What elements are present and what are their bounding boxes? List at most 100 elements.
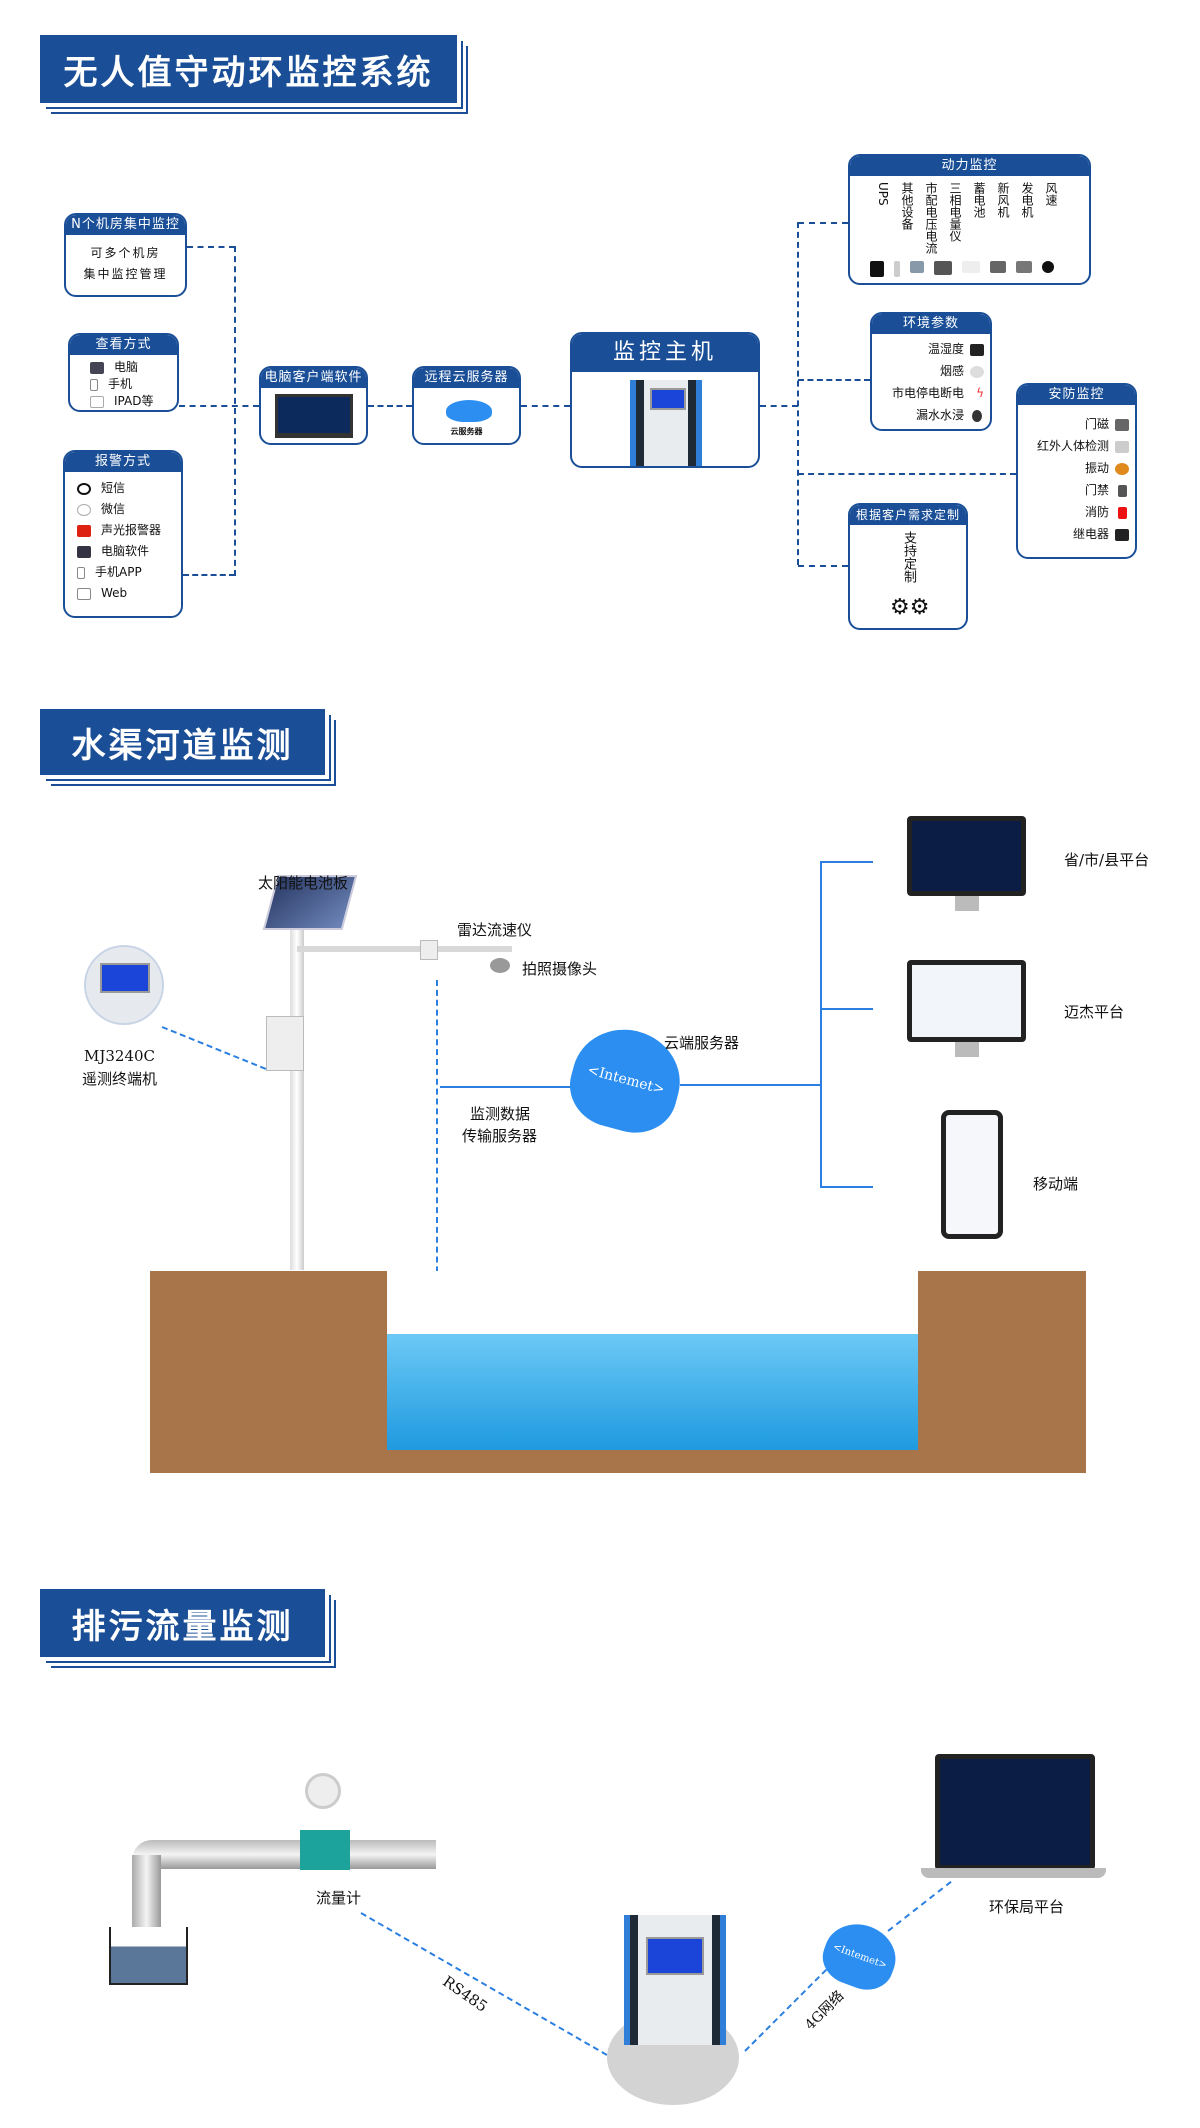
laptop-screen: [935, 1754, 1095, 1870]
cloud-link: [887, 1880, 952, 1932]
pole: [290, 930, 304, 1270]
box-title: 电脑客户端软件: [261, 368, 366, 388]
network-label: 4G网络: [802, 1988, 848, 2034]
infrared-sensor-icon: [1115, 440, 1129, 453]
connector: [798, 222, 848, 224]
wechat-icon: [77, 503, 91, 516]
box-title: 监控主机: [572, 334, 758, 372]
connector: [820, 861, 873, 863]
battery-icon: [962, 261, 980, 273]
terminal-enclosure: [266, 1016, 304, 1071]
item: 发电机: [1020, 182, 1034, 218]
door-sensor-icon: [1115, 418, 1129, 431]
connector: [797, 222, 799, 565]
connector: [680, 1084, 821, 1086]
item: 市配电压电流: [924, 182, 938, 254]
host-device-image: [636, 380, 696, 466]
tank: [109, 1927, 188, 1985]
item: 新风机: [996, 182, 1010, 218]
cloud-server-box: 远程云服务器 云服务器: [412, 366, 521, 445]
tablet-icon: [90, 395, 104, 408]
connector: [798, 379, 870, 381]
item: 继电器: [1072, 527, 1109, 541]
monitor-stand: [955, 1042, 979, 1057]
item: 红外人体检测: [1036, 439, 1109, 453]
custom-box: 根据客户需求定制 支持定制 ⚙⚙: [848, 503, 968, 630]
relay-icon: [1115, 528, 1129, 541]
item: 温湿度: [927, 342, 964, 356]
power-box: 动力监控 UPS 其他设备 市配电压电流 三相电量仪 蓄电池 新风机 发电机 风…: [848, 154, 1091, 285]
camera-label: 拍照摄像头: [522, 960, 598, 978]
item: 手机: [108, 377, 133, 391]
terminal-model: MJ3240C: [84, 1047, 156, 1065]
connector: [368, 405, 412, 407]
connector: [798, 473, 1016, 475]
item: UPS: [876, 182, 890, 206]
monitor-icon: [77, 587, 91, 600]
monitor-provincial: [907, 816, 1026, 896]
custom-text: 支持定制: [901, 531, 916, 583]
connector: [179, 405, 259, 407]
temp-sensor-icon: [970, 343, 984, 356]
line: 集中监控管理: [83, 267, 168, 281]
generator-icon: [1016, 261, 1032, 273]
lightning-icon: ϟ: [976, 386, 984, 400]
item: 门禁: [1084, 483, 1109, 497]
item: 电脑: [114, 360, 139, 374]
terminal-name: 遥测终端机: [82, 1070, 158, 1088]
ups-icon: [870, 261, 884, 277]
mobile-phone: [941, 1110, 1003, 1239]
laptop-image: [275, 394, 353, 438]
box-title: 动力监控: [850, 156, 1089, 176]
item: 市电停电断电: [891, 386, 964, 400]
meter-icon: [910, 261, 924, 273]
monitor-majie: [907, 960, 1026, 1042]
platform-label: 省/市/县平台: [1064, 851, 1150, 869]
item: 门磁: [1084, 417, 1109, 431]
section-title: 排污流量监测: [40, 1589, 325, 1657]
alarm-light-icon: [77, 524, 91, 537]
item: 风速: [1044, 182, 1058, 206]
client-software-box: 电脑客户端软件: [259, 366, 368, 445]
item: Web: [101, 586, 128, 600]
host-box: 监控主机: [570, 332, 760, 468]
item: 蓄电池: [972, 182, 986, 218]
cloud-label: 云端服务器: [664, 1034, 740, 1052]
monitor-stand: [955, 896, 979, 911]
view-box: 查看方式 电脑 手机 IPAD等: [68, 333, 179, 412]
connector: [436, 980, 438, 1302]
pole-arm: [297, 946, 512, 952]
phone-icon: [77, 566, 85, 579]
connector: [234, 246, 236, 576]
fire-alarm-icon: [1118, 506, 1127, 519]
terminal-closeup: [84, 945, 164, 1025]
server-label: 传输服务器: [462, 1127, 538, 1145]
platform-label: 迈杰平台: [1064, 1003, 1125, 1021]
solar-label: 太阳能电池板: [258, 874, 349, 892]
box-title: 远程云服务器: [414, 368, 519, 388]
item: 烟感: [939, 364, 964, 378]
connector: [760, 405, 798, 407]
water-channel: [387, 1334, 918, 1450]
connector: [820, 1186, 873, 1188]
caption: 云服务器: [450, 427, 483, 436]
sms-icon: [77, 482, 91, 495]
line: 可多个机房: [90, 246, 161, 260]
box-title: 查看方式: [70, 335, 177, 355]
connector: [183, 574, 235, 576]
item: 其他设备: [900, 182, 914, 230]
power-meter-icon: [934, 261, 952, 275]
cloud-icon: [446, 400, 492, 422]
item: 短信: [101, 481, 126, 495]
device-icons: [870, 261, 1054, 277]
item: 振动: [1084, 461, 1109, 475]
smoke-detector-icon: [970, 365, 984, 378]
water-leak-icon: [972, 409, 982, 422]
radar-label: 雷达流速仪: [457, 921, 533, 939]
laptop-base: [921, 1868, 1106, 1878]
n-room-box: N个机房集中监控 可多个机房 集中监控管理: [64, 213, 187, 297]
item: 声光报警器: [101, 523, 162, 537]
box-title: 根据客户需求定制: [850, 505, 966, 525]
connector: [521, 405, 570, 407]
